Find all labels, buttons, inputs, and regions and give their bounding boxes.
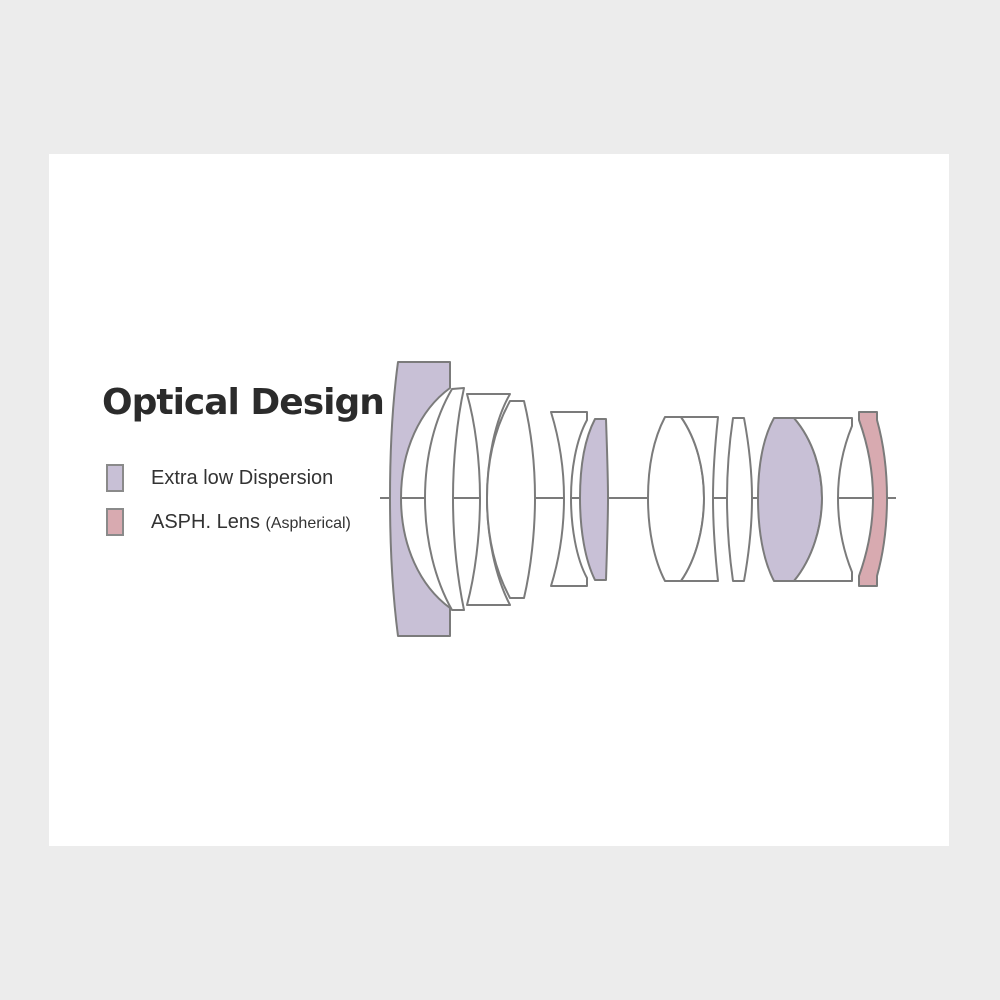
legend-label-ed: Extra low Dispersion bbox=[151, 467, 334, 489]
legend-asph-note: (Aspherical) bbox=[265, 515, 351, 532]
legend-label-asph: ASPH. Lens (Aspherical) bbox=[151, 511, 351, 534]
lens-element-9 bbox=[726, 417, 753, 582]
legend-swatch-asph bbox=[106, 508, 124, 536]
lens-element-6-ed bbox=[579, 418, 609, 581]
lens-element-2 bbox=[424, 387, 465, 611]
lens-element-5 bbox=[550, 411, 588, 587]
lens-element-12-asph bbox=[858, 411, 888, 587]
legend-swatch-ed bbox=[106, 464, 124, 492]
legend-asph-text: ASPH. Lens bbox=[151, 511, 260, 533]
page-title: Optical Design bbox=[102, 382, 385, 423]
lens-element-11 bbox=[793, 417, 853, 582]
lens-element-8 bbox=[680, 416, 719, 582]
lens-element-4 bbox=[486, 400, 536, 599]
